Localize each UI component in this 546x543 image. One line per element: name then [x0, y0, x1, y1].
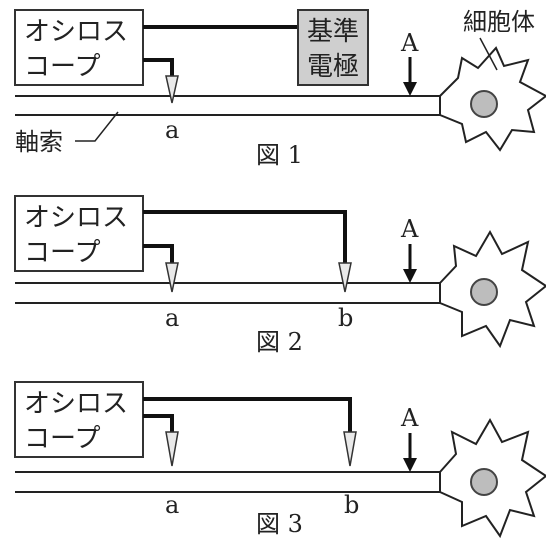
- electrode-a-probe: [165, 75, 179, 104]
- stimulus-arrow-head: [403, 269, 417, 283]
- figure-1-caption: 図 1: [256, 141, 303, 169]
- oscilloscope-box: [14, 9, 144, 86]
- electrode-a-label: a: [165, 116, 179, 144]
- electrode-a-label: a: [165, 491, 179, 519]
- oscilloscope-label-line1: オシロス: [24, 389, 128, 419]
- stimulus-label: A: [400, 215, 419, 243]
- electrode-a-probe: [165, 431, 179, 467]
- stimulus-arrow-head: [403, 458, 417, 472]
- figure-2: オシロス コープ a b A 図 2: [14, 195, 546, 356]
- figure-3-caption: 図 3: [256, 510, 303, 538]
- figure-3: オシロス コープ a b A 図 3: [14, 381, 546, 539]
- electrode-b-probe: [343, 431, 357, 467]
- cell-body-label: 細胞体: [463, 8, 535, 36]
- axon-label: 軸索: [15, 128, 63, 156]
- oscilloscope-box: [14, 195, 144, 272]
- electrode-b-wire: [143, 397, 352, 434]
- reference-electrode-line1: 基準: [307, 17, 359, 47]
- reference-electrode-line2: 電極: [307, 52, 359, 82]
- electrode-a-wire: [143, 414, 174, 434]
- electrode-b-label: b: [338, 304, 353, 332]
- nucleus: [470, 468, 498, 496]
- electrode-b-label: b: [344, 491, 359, 519]
- figure-2-caption: 図 2: [256, 328, 303, 356]
- electrode-a-label: a: [165, 304, 179, 332]
- reference-electrode-box: [297, 9, 369, 86]
- oscilloscope-label-line2: コープ: [24, 238, 100, 268]
- electrode-b-wire: [143, 210, 347, 265]
- axon-leader: [75, 111, 119, 142]
- stimulus-arrow-head: [403, 82, 417, 96]
- oscilloscope-label-line1: オシロス: [24, 17, 128, 47]
- cell-body-leader: [479, 37, 498, 71]
- figure-1: オシロス コープ 基準 電極 a A 細胞体 軸索 図 1: [14, 8, 546, 169]
- nucleus: [470, 278, 498, 306]
- stimulus-label: A: [400, 404, 419, 432]
- oscilloscope-label-line1: オシロス: [24, 203, 128, 233]
- electrode-a-wire: [143, 58, 174, 78]
- electrode-a-probe: [165, 262, 179, 293]
- electrode-b-probe: [338, 262, 352, 293]
- electrode-a-wire: [143, 244, 174, 265]
- nucleus: [470, 90, 498, 118]
- stimulus-label: A: [400, 29, 419, 57]
- oscilloscope-box: [14, 381, 144, 458]
- oscilloscope-label-line2: コープ: [24, 52, 100, 82]
- oscilloscope-label-line2: コープ: [24, 424, 100, 454]
